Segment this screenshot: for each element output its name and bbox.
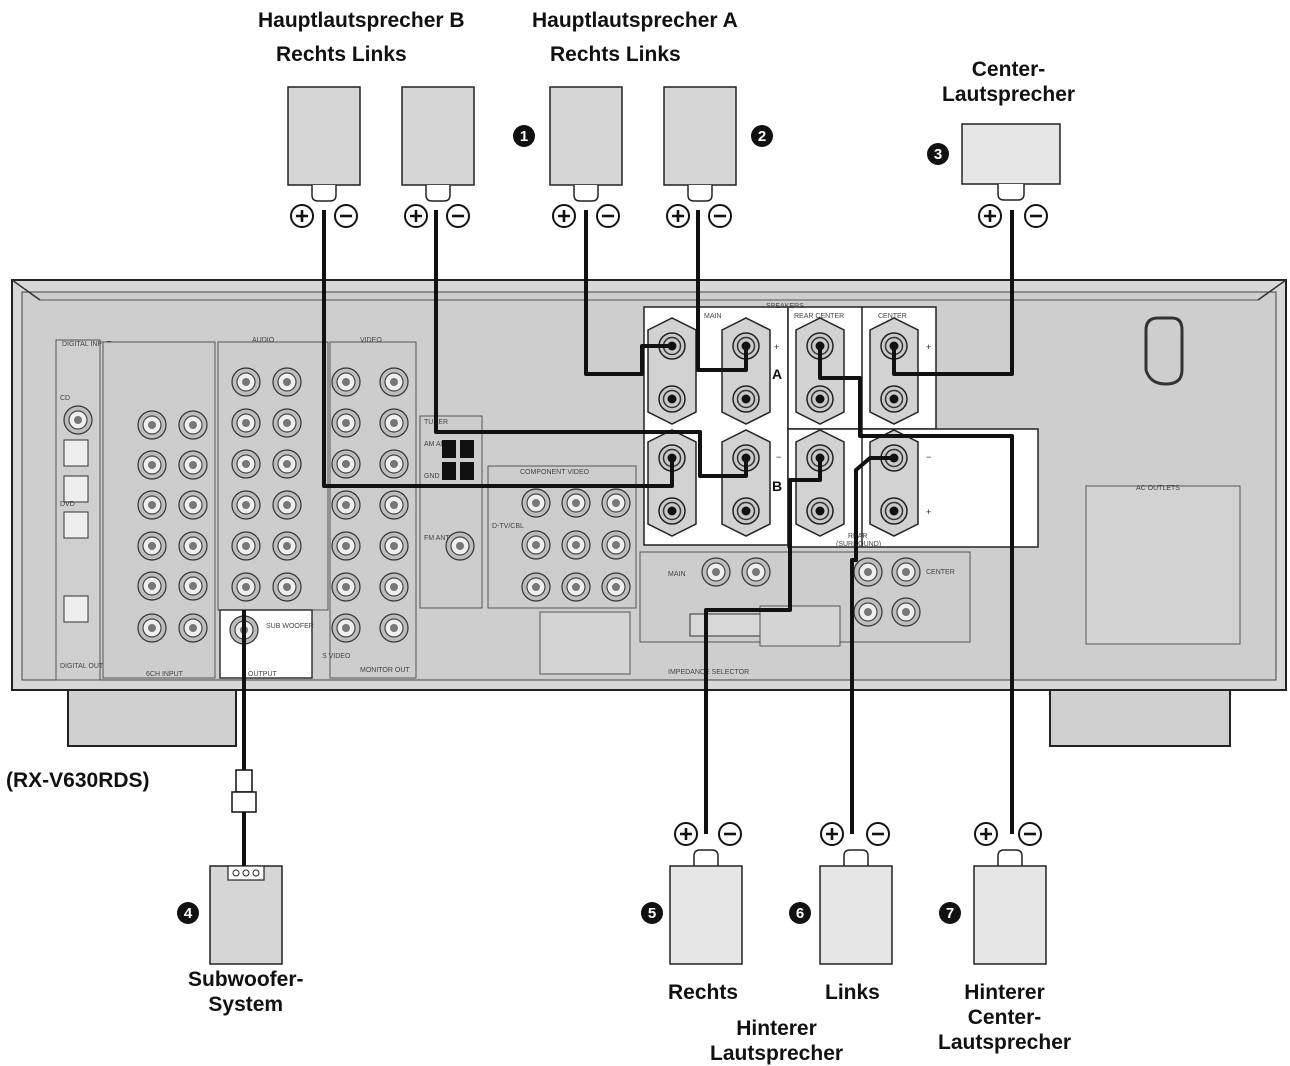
label-model: (RX-V630RDS) xyxy=(6,769,150,792)
number-badges: 1 2 3 4 5 6 7 xyxy=(177,125,961,924)
badge-7: 7 xyxy=(939,902,961,924)
svg-text:4: 4 xyxy=(184,905,193,922)
terminal-plus-center: + xyxy=(926,342,931,352)
panel-rear-center-text: REAR CENTER xyxy=(794,313,844,320)
ac-outlet-area: AC OUTLETS xyxy=(1085,316,1241,645)
panel-6ch-input-text: 6CH INPUT xyxy=(146,671,184,678)
rear-speaker-right xyxy=(669,849,743,965)
label-main-speaker-a: Hauptlautsprecher A xyxy=(532,9,738,32)
badge-5: 5 xyxy=(641,902,663,924)
panel-am-ant-text: AM ANT xyxy=(424,441,451,448)
panel-component-video-text: COMPONENT VIDEO xyxy=(520,469,590,476)
preout-area: MAIN CENTER IMPEDANCE SELECTOR xyxy=(539,551,971,676)
group-b-marker: B xyxy=(772,478,782,494)
label-right-left-b: Rechts Links xyxy=(276,43,407,66)
label-right-left-a: Rechts Links xyxy=(550,43,681,66)
fm-antenna-jack xyxy=(445,531,475,561)
label-subwoofer-line1: Subwoofer- xyxy=(188,968,304,991)
panel-dtv-text: D-TV/CBL xyxy=(492,523,524,530)
label-rc-line3: Lautsprecher xyxy=(938,1031,1072,1055)
terminal-minus-b: − xyxy=(776,452,781,462)
svg-text:5: 5 xyxy=(648,905,656,922)
preout-center-text: CENTER xyxy=(926,569,955,576)
label-rc-line2: Center- xyxy=(967,1006,1042,1030)
svg-text:6: 6 xyxy=(796,905,804,922)
panel-subwoofer-text: SUB WOOFER xyxy=(266,623,314,630)
panel-impedance-text: IMPEDANCE SELECTOR xyxy=(668,669,749,676)
svg-text:7: 7 xyxy=(946,905,954,922)
group-a-marker: A xyxy=(772,366,782,382)
preout-main-text: MAIN xyxy=(668,571,686,578)
front-speaker-b-right xyxy=(287,86,361,202)
coaxial-jack xyxy=(63,405,93,435)
power-cord-icon xyxy=(1144,316,1184,386)
label-subwoofer-system: Subwoofer- System xyxy=(188,967,304,1017)
panel-digital-output-text: DIGITAL OUTPUT xyxy=(60,663,118,670)
subwoofer-box xyxy=(209,865,283,965)
panel-rear-sub-text: (SURROUND) xyxy=(836,541,881,548)
front-speaker-a-right xyxy=(549,86,623,202)
front-speaker-b-left xyxy=(401,86,475,202)
label-subwoofer-line2: System xyxy=(208,993,284,1017)
label-main-speaker-b: Hauptlautsprecher B xyxy=(258,9,465,32)
receiver-foot-right xyxy=(1049,689,1231,747)
badge-6: 6 xyxy=(789,902,811,924)
label-rc-line1: Hinterer xyxy=(964,981,1045,1004)
panel-video-text: VIDEO xyxy=(360,337,382,344)
rear-speaker-left xyxy=(819,849,893,965)
panel-speakers-text: SPEAKERS xyxy=(766,303,804,310)
terminal-plus-rear: + xyxy=(926,507,931,517)
label-right: Rechts xyxy=(668,981,739,1004)
receiver-foot-left xyxy=(67,689,237,747)
panel-main-text: MAIN xyxy=(704,313,722,320)
panel-svideo-text: S VIDEO xyxy=(322,653,351,660)
rear-center-speaker xyxy=(973,849,1047,965)
svg-text:3: 3 xyxy=(934,146,942,163)
label-rear-line2: Lautsprecher xyxy=(710,1042,844,1066)
optical-jack-3 xyxy=(63,511,89,539)
panel-output-text: OUTPUT xyxy=(248,671,278,678)
speaker-cables xyxy=(242,210,1014,834)
label-center-speaker: Center- Lautsprecher xyxy=(942,57,1075,107)
optical-jack-2 xyxy=(63,475,89,503)
panel-cd-text: CD xyxy=(60,395,70,402)
panel-audio-text: AUDIO xyxy=(252,337,275,344)
label-center-line1: Center- xyxy=(971,58,1046,81)
badge-2: 2 xyxy=(751,125,773,147)
panel-center-text: CENTER xyxy=(878,313,907,320)
badge-1: 1 xyxy=(513,125,535,147)
front-speaker-a-left xyxy=(663,86,737,202)
panel-digital-input-text: DIGITAL INPUT xyxy=(62,341,112,348)
label-rear-line1: Hinterer xyxy=(736,1017,817,1040)
panel-dvd-text: DVD xyxy=(60,501,75,508)
badge-3: 3 xyxy=(927,143,949,165)
rca-plug-icon xyxy=(231,769,257,866)
terminal-plus-a: + xyxy=(774,342,779,352)
component-video-jacks xyxy=(521,488,631,602)
input-jack-area: DIGITAL INPUT DIGITAL OUTPUT 6CH INPUT A… xyxy=(55,337,417,681)
center-speaker xyxy=(961,123,1061,201)
label-rear-speakers: Hinterer Lautsprecher xyxy=(710,1016,843,1066)
label-center-line2: Lautsprecher xyxy=(942,83,1076,107)
optical-jack-out xyxy=(63,595,89,623)
badge-4: 4 xyxy=(177,902,199,924)
label-left: Links xyxy=(825,981,880,1004)
panel-ac-outlets-text: AC OUTLETS xyxy=(1136,485,1180,492)
svg-text:2: 2 xyxy=(758,128,766,145)
panel-fm-ant-text: FM ANT xyxy=(424,535,450,542)
panel-monitor-out-text: MONITOR OUT xyxy=(360,667,410,674)
optical-jack-1 xyxy=(63,439,89,467)
tuner-component-area: TUNER AM ANT FM ANT GND COMPONENT VIDEO … xyxy=(419,415,637,609)
svg-text:1: 1 xyxy=(520,128,528,145)
label-rear-center-speaker: Hinterer Center- Lautsprecher xyxy=(938,980,1071,1056)
terminal-minus-rear: − xyxy=(926,452,931,462)
panel-gnd-text: GND xyxy=(424,473,440,480)
